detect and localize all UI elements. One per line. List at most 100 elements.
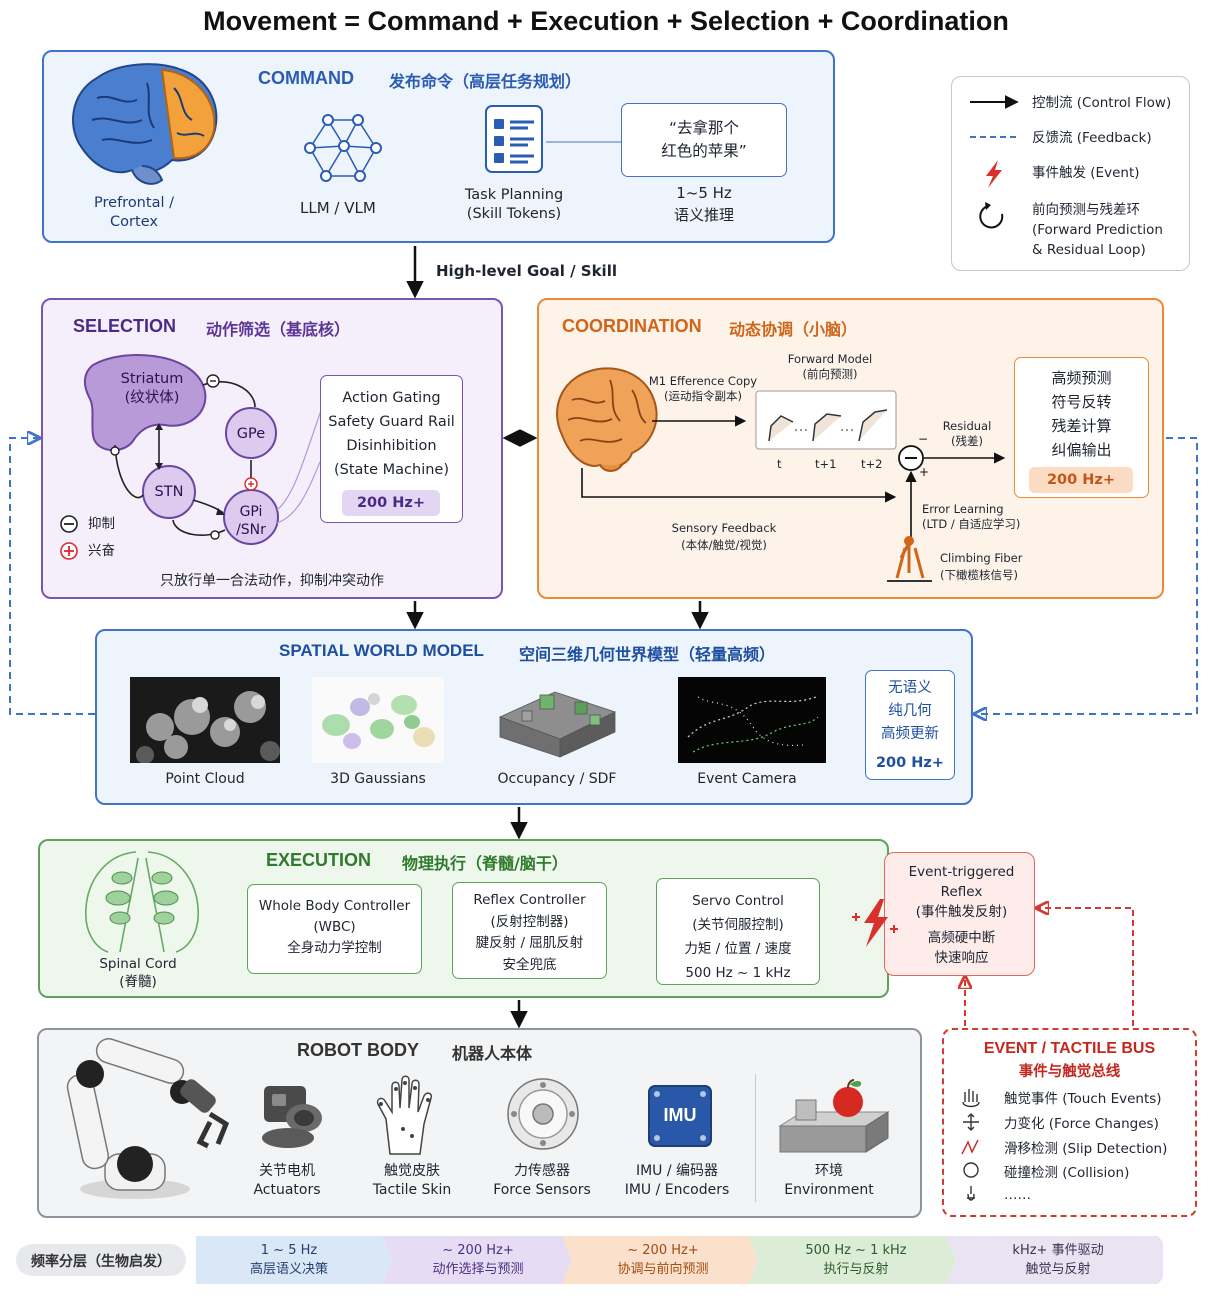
error-learning-cn-label: (LTD / 自适应学习) <box>922 517 1021 531</box>
selection-subtitle: 动作筛选（基底核） <box>206 320 351 339</box>
band-coordination: ~ 200 Hz+ 协调与前向预测 <box>570 1236 756 1284</box>
band-semantic-desc: 高层语义决策 <box>249 1262 328 1277</box>
task-planning-line2: (Skill Tokens) <box>466 206 562 222</box>
brain-label-line1: Prefrontal / <box>94 195 174 211</box>
frequency-label: 频率分层（生物启发） <box>31 1254 171 1270</box>
loop-icon <box>979 205 1004 229</box>
event-lightning-icon <box>852 899 898 947</box>
robot-item-actuators-cn: 关节电机 <box>259 1163 315 1179</box>
reflex-line4: 安全兜底 <box>502 956 557 973</box>
climbing-fiber-cn-label: (下橄榄核信号) <box>940 568 1018 582</box>
climbing-fiber-label: Climbing Fiber <box>940 551 1023 565</box>
bus-row-touch: 触觉事件 (Touch Events) <box>1004 1091 1162 1107</box>
servo-line2: (关节伺服控制) <box>692 917 784 933</box>
band-event-freq: kHz+ 事件驱动 <box>1012 1243 1104 1258</box>
gating-line4: (State Machine) <box>333 462 449 478</box>
output-line3: 残差计算 <box>1051 417 1112 435</box>
feedback-right-loop <box>976 437 1198 714</box>
wbc-box <box>247 884 422 974</box>
stn-label: STN <box>154 484 184 500</box>
band-coordination-freq: ~ 200 Hz+ <box>627 1243 699 1258</box>
band-execution-desc: 执行与反射 <box>823 1262 889 1277</box>
reflex-line3: 腱反射 / 屈肌反射 <box>475 935 584 951</box>
selection-title: SELECTION <box>73 316 177 336</box>
brain-icon <box>72 63 218 185</box>
servo-line3: 力矩 / 位置 / 速度 <box>684 941 792 957</box>
robot-item-force-cn: 力传感器 <box>514 1163 570 1179</box>
gaussians-image <box>312 677 444 763</box>
servo-line4: 500 Hz ~ 1 kHz <box>685 965 791 981</box>
frequency-band <box>748 1236 956 1284</box>
band-semantic: 1 ~ 5 Hz 高层语义决策 <box>196 1236 382 1284</box>
coordination-diagram: − + <box>581 390 1006 582</box>
bus-row-more: …… <box>1004 1187 1031 1203</box>
feedback-left-loop <box>9 438 95 715</box>
output-freq-badge <box>1029 467 1133 493</box>
bus-row-collision: 碰撞检测 (Collision) <box>1004 1165 1130 1181</box>
bus-icons <box>961 1089 980 1201</box>
legend-symbols <box>970 95 1020 229</box>
residual-label: Residual <box>942 419 992 433</box>
world-subtitle: 空间三维几何世界模型（轻量高频） <box>519 645 776 664</box>
legend-control-flow: 控制流 (Control Flow) <box>1032 95 1172 111</box>
selection-caption: 只放行单一合法动作，抑制冲突动作 <box>160 573 384 589</box>
command-title: COMMAND <box>258 68 354 88</box>
output-line4: 纠偏输出 <box>1051 441 1112 459</box>
llm-label: LLM / VLM <box>300 199 376 217</box>
sensory-feedback-label: Sensory Feedback <box>671 521 777 535</box>
robot-arm-sequence <box>768 409 888 442</box>
frequency-band <box>196 1236 392 1284</box>
servo-control-box <box>656 878 820 985</box>
wbc-line2: (WBC) <box>313 919 356 935</box>
gpi-label: GPi <box>239 504 263 520</box>
execution-title: EXECUTION <box>266 850 372 870</box>
world-item-event-camera: Event Camera <box>697 771 797 787</box>
command-freq: 1~5 Hz <box>676 184 732 202</box>
excite-label: 兴奋 <box>88 543 115 559</box>
svg-text:−: − <box>918 432 928 446</box>
climbing-fiber-icon <box>895 542 925 579</box>
legend-forward-3: & Residual Loop) <box>1032 242 1146 258</box>
time-t: t <box>777 457 782 471</box>
inhibit-label: 抑制 <box>88 516 115 532</box>
event-reflex-line1: Event-triggered <box>908 864 1015 880</box>
cerebellum-brain-icon <box>556 367 658 472</box>
legend-forward-2: (Forward Prediction <box>1032 222 1163 238</box>
page-title: Movement = Command + Execution + Selecti… <box>203 6 1009 36</box>
forward-model-label: Forward Model <box>787 352 873 366</box>
robot-item-actuators-en: Actuators <box>253 1182 321 1198</box>
frequency-band <box>946 1236 1163 1284</box>
world-title: SPATIAL WORLD MODEL <box>279 641 484 660</box>
frequency-band <box>382 1236 572 1284</box>
robot-item-skin-en: Tactile Skin <box>372 1182 452 1198</box>
event-reflex-line5: 快速响应 <box>934 950 989 966</box>
robot-item-env-cn: 环境 <box>815 1163 843 1179</box>
stn-node <box>142 465 196 519</box>
bus-subtitle: 事件与触觉总线 <box>1018 1064 1121 1080</box>
inhibit-excite-symbols <box>60 515 78 560</box>
lightning-icon <box>986 160 1002 188</box>
legend-forward-1: 前向预测与残差环 <box>1032 202 1140 218</box>
band-coordination-desc: 协调与前向预测 <box>617 1262 709 1277</box>
robot-item-imu-cn: IMU / 编码器 <box>635 1163 719 1179</box>
reflex-line2: (反射控制器) <box>490 913 569 930</box>
force-sensor-icon <box>507 1078 579 1150</box>
tactile-hand-icon <box>376 1075 433 1155</box>
robot-subtitle: 机器人本体 <box>452 1044 533 1063</box>
basal-ganglia-diagram <box>83 354 324 545</box>
event-reflex-panel <box>884 852 1035 976</box>
robot-item-force-en: Force Sensors <box>493 1182 591 1198</box>
event-camera-image <box>678 677 826 763</box>
error-learning-label: Error Learning <box>922 502 1004 516</box>
striatum-cn-label: (纹状体) <box>124 390 180 406</box>
quote-line2: 红色的苹果” <box>661 142 747 160</box>
gating-line1: Action Gating <box>342 390 441 406</box>
robot-title: ROBOT BODY <box>297 1040 420 1060</box>
time-t2: t+2 <box>861 457 883 471</box>
event-reflex-line2: Reflex <box>940 884 983 900</box>
band-selection-freq: ~ 200 Hz+ <box>442 1243 514 1258</box>
event-reflex-line4: 高频硬中断 <box>927 930 996 946</box>
band-semantic-freq: 1 ~ 5 Hz <box>260 1243 318 1258</box>
efference-label: M1 Efference Copy <box>648 374 758 388</box>
frequency-bands <box>196 1236 1163 1284</box>
